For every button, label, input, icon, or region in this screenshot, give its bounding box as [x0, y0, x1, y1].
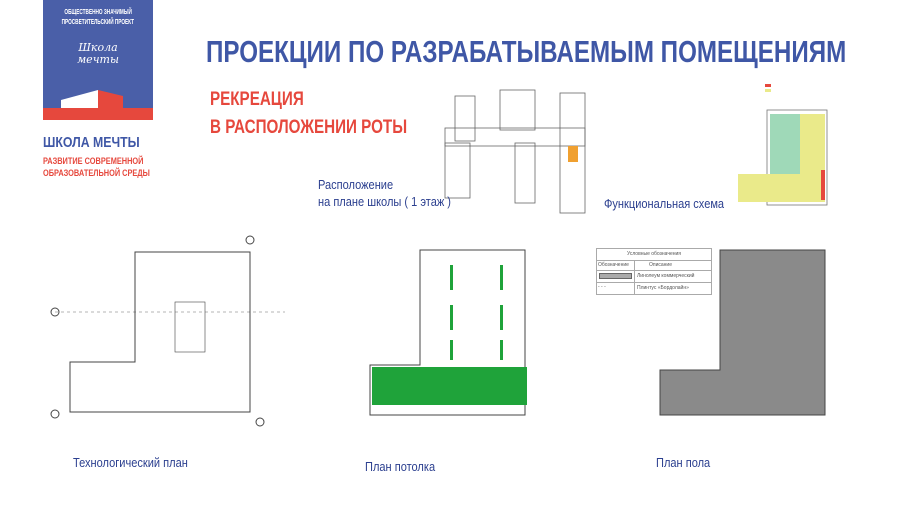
- functional-scheme: [738, 84, 828, 206]
- logo-tagline: ОБЩЕСТВЕННО ЗНАЧИМЫЙ: [64, 9, 132, 16]
- logo: ОБЩЕСТВЕННО ЗНАЧИМЫЙ ПРОСВЕТИТЕЛЬСКИЙ ПРО…: [43, 0, 153, 120]
- caption-functional: Функциональная схема: [604, 196, 725, 211]
- school-floor-plan: [444, 89, 586, 214]
- caption-ceiling: План потолка: [365, 459, 436, 474]
- logo-script: мечты: [77, 53, 119, 66]
- floor-plan: [659, 249, 826, 416]
- logo-building-icon: [43, 90, 153, 120]
- logo-tagline: ПРОСВЕТИТЕЛЬСКИЙ ПРОЕКТ: [61, 19, 135, 26]
- logo-script: Школа: [78, 41, 118, 54]
- page-title: ПРОЕКЦИИ ПО РАЗРАБАТЫВАЕМЫМ ПОМЕЩЕНИЯМ: [206, 34, 847, 69]
- caption-floor: План пола: [656, 455, 711, 470]
- caption-tech: Технологический план: [73, 455, 188, 470]
- technological-plan: [50, 235, 285, 427]
- ceiling-plan: [369, 249, 527, 416]
- brand-name: ШКОЛА МЕЧТЫ: [43, 134, 140, 151]
